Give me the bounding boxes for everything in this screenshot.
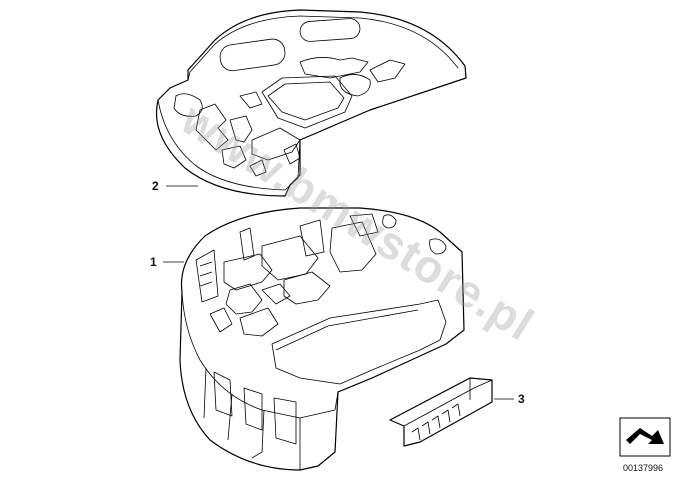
navigation-arrow-icon: [619, 417, 671, 457]
part-3-bracket: [389, 377, 493, 447]
callout-1: 1: [150, 255, 157, 269]
part-1-foam-base: [179, 207, 465, 471]
callout-3: 3: [518, 392, 525, 406]
callout-2: 2: [152, 179, 159, 193]
diagram-id: 00137996: [623, 463, 663, 473]
part-2-foam-cover: [155, 9, 467, 197]
